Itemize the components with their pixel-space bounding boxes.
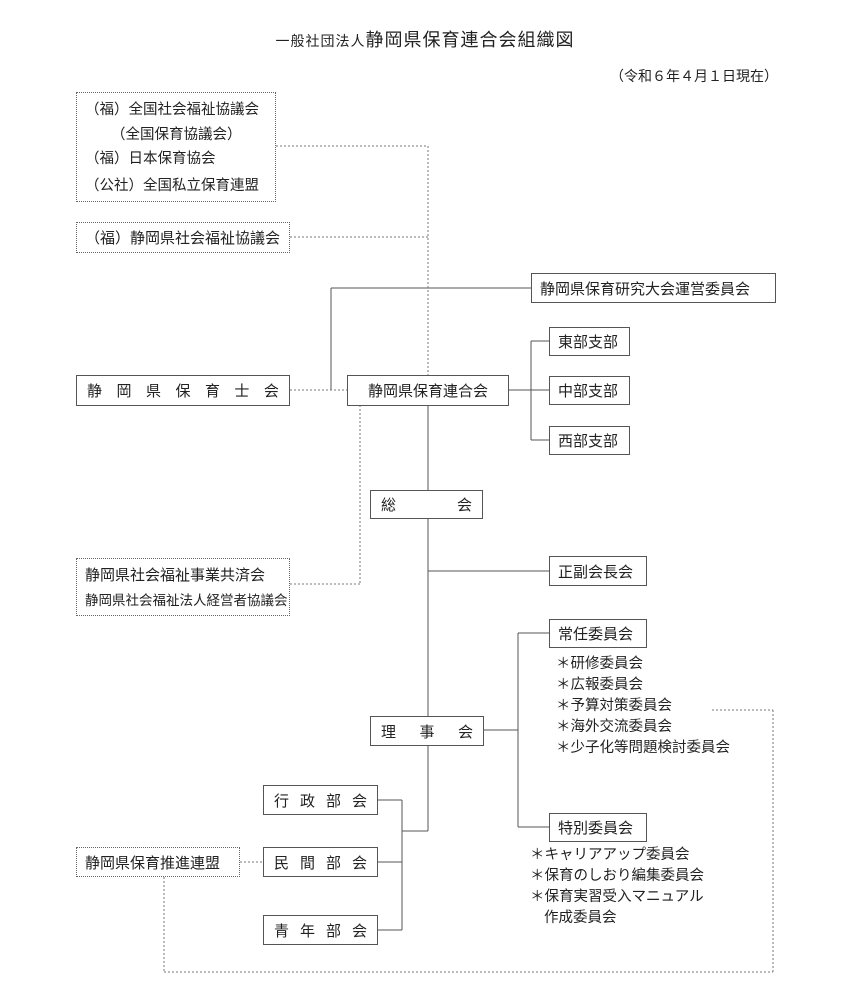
branch-west-box: 西部支部 xyxy=(549,426,630,455)
external-national-2: （全国保育協議会） xyxy=(111,127,242,143)
research-committee-box: 静岡県保育研究大会運営委員会 xyxy=(531,273,776,303)
external-national-3: （福）日本保育協会 xyxy=(85,151,216,167)
general-assembly-box: 総会 xyxy=(370,490,483,519)
external-promotion-box: 静岡県保育推進連盟 xyxy=(76,847,240,877)
branch-east-box: 東部支部 xyxy=(549,327,630,356)
external-prefectural-box: （福）静岡県社会福祉協議会 xyxy=(76,222,290,253)
special-committee-box: 特別委員会 xyxy=(549,813,647,842)
external-national-4: （公社）全国私立保育連盟 xyxy=(85,178,259,194)
special-item: ＊キャリアアップ委員会 xyxy=(530,847,690,863)
standing-committee-box: 常任委員会 xyxy=(549,619,647,648)
central-federation-box: 静岡県保育連合会 xyxy=(347,375,509,406)
external-national-box: （福）全国社会福祉協議会 （全国保育協議会） （福）日本保育協会 （公社）全国私… xyxy=(76,92,276,202)
branch-central-box: 中部支部 xyxy=(549,376,630,405)
special-committee-list: ＊キャリアアップ委員会 ＊保育のしおり編集委員会 ＊保育実習受入マニュアル 作成… xyxy=(530,845,704,929)
as-of-date: （令和６年４月１日現在） xyxy=(610,69,778,85)
standing-item: ＊研修委員会 xyxy=(556,656,643,672)
external-mutual-box: 静岡県社会福祉事業共済会 静岡県社会福祉法人経営者協議会 xyxy=(76,558,290,616)
external-national-1: （福）全国社会福祉協議会 xyxy=(85,102,259,118)
special-item: 作成委員会 xyxy=(544,910,617,926)
board-box: 理事会 xyxy=(370,716,484,746)
special-item: ＊保育のしおり編集委員会 xyxy=(530,868,704,884)
external-mutual-2: 静岡県社会福祉法人経営者協議会 xyxy=(85,592,288,609)
standing-committee-list: ＊研修委員会 ＊広報委員会 ＊予算対策委員会 ＊海外交流委員会 ＊少子化等問題検… xyxy=(556,654,730,759)
dept-private-box: 民間部会 xyxy=(263,847,378,877)
page-title: 一般社団法人静岡県保育連合会組織図 xyxy=(275,30,575,51)
standing-item: ＊予算対策委員会 xyxy=(556,698,672,714)
hoikushikai-box: 静岡県保育士会 xyxy=(76,375,290,406)
vice-chairs-box: 正副会長会 xyxy=(549,556,647,586)
dept-youth-box: 青年部会 xyxy=(263,915,378,945)
dept-admin-box: 行政部会 xyxy=(263,785,378,815)
standing-item: ＊海外交流委員会 xyxy=(556,719,672,735)
special-item: ＊保育実習受入マニュアル xyxy=(530,889,704,905)
external-mutual-1: 静岡県社会福祉事業共済会 xyxy=(85,565,266,584)
standing-item: ＊少子化等問題検討委員会 xyxy=(556,740,730,756)
standing-item: ＊広報委員会 xyxy=(556,677,643,693)
